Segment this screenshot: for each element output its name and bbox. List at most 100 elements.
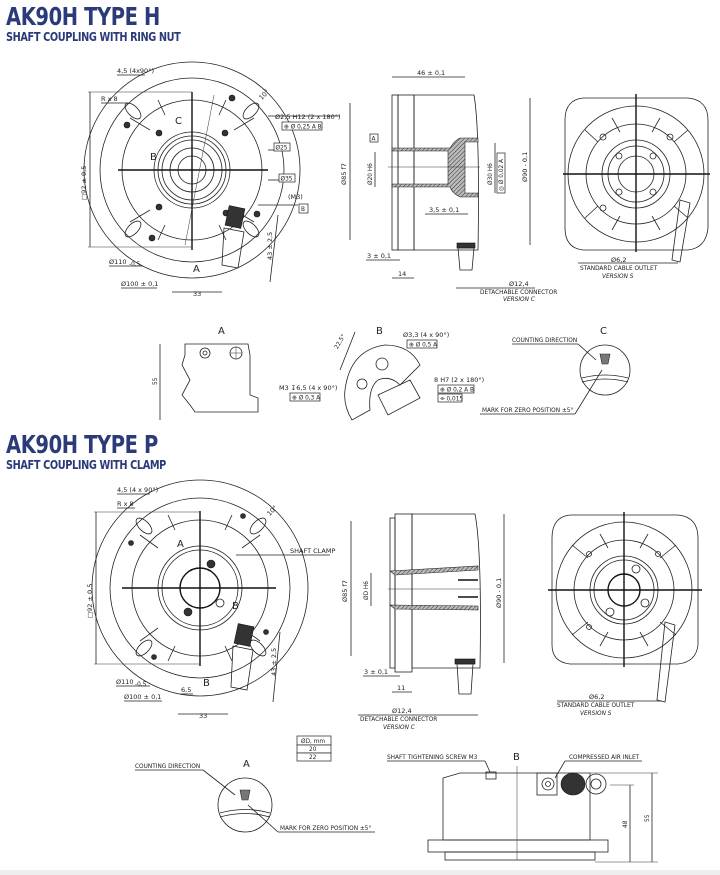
p-detail-b-height-55: 55: [645, 814, 651, 822]
datum-b-label: B: [301, 207, 305, 213]
dia-85-label: Ø85 f7: [340, 163, 348, 185]
p-dia-110-label: Ø110: [116, 678, 134, 686]
p-dia-100-label: Ø100 ± 0,1: [124, 693, 161, 701]
view-b-marker: B: [150, 152, 157, 163]
detail-c-counting: COUNTING DIRECTION: [512, 338, 577, 344]
flange-3-label: 3 ± 0,1: [367, 252, 391, 260]
type-p-subtitle: SHAFT COUPLING WITH CLAMP: [6, 457, 166, 472]
table-header: ØD, mm: [301, 738, 325, 745]
connector-label: DETACHABLE CONNECTOR: [480, 290, 557, 296]
p-chamfer-label: 4,5 (4 x 90°): [117, 486, 158, 494]
dia-20-label: Ø20 H6: [367, 163, 374, 185]
type-h-rear-view: Ø6,2 STANDARD CABLE OUTLET VERSION S: [563, 94, 710, 280]
type-p-rear-view: Ø6,2 STANDARD CABLE OUTLET VERSION S: [548, 512, 702, 717]
depth-35-label: 3,5 ± 0,1: [429, 206, 459, 214]
p-detail-a-zero-mark: MARK FOR ZERO POSITION ±5°: [280, 826, 371, 832]
connector-dia-label: Ø12,4: [509, 280, 529, 288]
chamfer-label: 4,5 (4x90°): [117, 67, 154, 75]
p-radius-label: R x 8: [117, 500, 134, 508]
p-connector-dia-label: Ø12,4: [392, 707, 412, 715]
width-33-label: 33: [193, 290, 201, 298]
dia-35-label: Ø35: [281, 176, 293, 183]
dia-110-tol-label: -0,5: [129, 262, 141, 268]
dia-110-label: Ø110: [109, 258, 127, 266]
flange-14-label: 14: [398, 270, 406, 278]
detail-b-slot: 8 H7 (2 x 180°): [434, 376, 484, 384]
detail-b-thread: M3 ↧6,5 (4 x 90°): [279, 384, 337, 392]
type-p-detail-b: B SHAFT TIGHTENING SCREW M3 COMPRESSED A…: [387, 752, 658, 863]
detail-a-title: A: [218, 326, 225, 337]
p-square-label: □92 ± 0,5: [86, 584, 94, 618]
p-dia-d-label: ØD H6: [363, 581, 370, 600]
cable-version: VERSION S: [602, 274, 634, 280]
dia-30-tol-label: ◎ Ø 0,02 A: [498, 159, 505, 191]
p-height-43-label: 43 ± 2,5: [270, 648, 278, 676]
dia-90-label: Ø90 - 0,1: [521, 152, 529, 182]
cable-dia-label: Ø6,2: [611, 256, 626, 264]
page-bottom-bar: [0, 870, 720, 875]
angle-label: 10°: [257, 88, 271, 102]
radius-label: R x 8: [101, 95, 118, 103]
p-connector-label: DETACHABLE CONNECTOR: [360, 717, 437, 723]
type-p-front-view: 4,5 (4 x 90°) R x 8 10° SHAFT CLAMP □92 …: [86, 479, 335, 720]
table-row: 22: [309, 755, 317, 761]
p-detail-b-air-inlet: COMPRESSED AIR INLET: [569, 755, 640, 761]
p-detail-a-counting: COUNTING DIRECTION: [135, 764, 200, 770]
p-view-b-arrow-marker: B: [203, 678, 210, 689]
p-flange-3-label: 3 ± 0,1: [364, 668, 388, 676]
hole-tol-label: ⊕ Ø 0,25 A B: [284, 124, 322, 131]
p-dia-90-label: Ø90 - 0,1: [495, 578, 503, 608]
dia-30-label: Ø30 H6: [487, 163, 494, 185]
diameter-table: ØD, mm 20 22: [296, 735, 332, 762]
datum-a-label: A: [372, 137, 376, 143]
type-h-detail-b: B 22,5° Ø3,3 (4 x 90°) ⊕ Ø 0,5 A M3 ↧6,5…: [279, 326, 484, 421]
detail-a-height: 55: [153, 377, 159, 385]
view-a-marker: A: [193, 264, 200, 275]
detail-c-title: C: [600, 326, 607, 337]
type-p-detail-a: A COUNTING DIRECTION MARK FOR ZERO POSIT…: [135, 759, 375, 833]
p-dia-85-label: Ø85 f7: [341, 580, 349, 602]
detail-b-hole: Ø3,3 (4 x 90°): [403, 331, 449, 339]
type-h-title: AK90H TYPE H: [6, 2, 160, 31]
type-h-detail-c: C COUNTING DIRECTION MARK FOR ZERO POSIT…: [480, 326, 631, 415]
hole-spec-label: Ø2,5 H12 (2 x 180°): [275, 113, 341, 121]
view-c-marker: C: [175, 116, 182, 127]
detail-b-title: B: [376, 326, 383, 337]
type-h-subtitle: SHAFT COUPLING WITH RING NUT: [6, 29, 181, 44]
length-46-label: 46 ± 0,1: [417, 69, 445, 77]
p-view-b-marker: B: [232, 601, 239, 612]
height-43-label: 43 ± 2,5: [266, 232, 274, 260]
cable-label: STANDARD CABLE OUTLET: [580, 266, 658, 272]
p-cable-dia-label: Ø6,2: [589, 693, 604, 701]
detail-b-slot-tol1: ⊕ Ø 0,2 A B: [440, 387, 474, 394]
p-width-33-label: 33: [199, 712, 207, 720]
p-detail-a-title: A: [243, 759, 250, 770]
p-view-a-marker: A: [177, 539, 184, 550]
p-detail-b-height-48: 48: [623, 820, 629, 828]
type-p-side-view: Ø85 f7 ØD H6 Ø90 - 0,1 3 ± 0,1 11 Ø12,4 …: [341, 513, 505, 731]
detail-b-hole-tol: ⊕ Ø 0,5 A: [409, 342, 437, 349]
p-cable-label: STANDARD CABLE OUTLET: [557, 703, 635, 709]
p-cable-version: VERSION S: [580, 711, 612, 717]
p-flange-11-label: 11: [397, 684, 405, 692]
detail-b-thread-tol: ⊕ Ø 0,3 A: [292, 395, 320, 402]
dia-100-label: Ø100 ± 0,1: [121, 280, 158, 288]
dia-25-label: Ø25: [276, 145, 288, 152]
p-width-65-label: 6,5: [181, 686, 191, 694]
detail-b-angle: 22,5°: [334, 334, 347, 351]
table-row: 20: [309, 747, 317, 753]
p-detail-b-screw: SHAFT TIGHTENING SCREW M3: [387, 755, 478, 761]
connector-version: VERSION C: [503, 297, 536, 303]
type-p-title: AK90H TYPE P: [6, 430, 158, 459]
type-h-side-view: 46 ± 0,1 A Ø85 f7 Ø20 H6 Ø30 H6 ◎ Ø 0,02…: [340, 69, 557, 303]
square-label: □92 ± 0,5: [80, 166, 88, 200]
detail-c-zero-mark: MARK FOR ZERO POSITION ±5°: [482, 408, 573, 414]
type-h-detail-a: A 55: [153, 326, 259, 420]
detail-b-slot-tol2: ⌯ 0,015: [440, 397, 463, 403]
p-dia-110-tol: -0,5: [135, 682, 147, 688]
p-connector-version: VERSION C: [383, 725, 416, 731]
p-shaft-clamp-label: SHAFT CLAMP: [290, 547, 335, 555]
p-detail-b-title: B: [513, 752, 520, 763]
type-h-front-view: 4,5 (4x90°) R x 8 10° Ø2,5 H12 (2 x 180°…: [80, 61, 341, 298]
